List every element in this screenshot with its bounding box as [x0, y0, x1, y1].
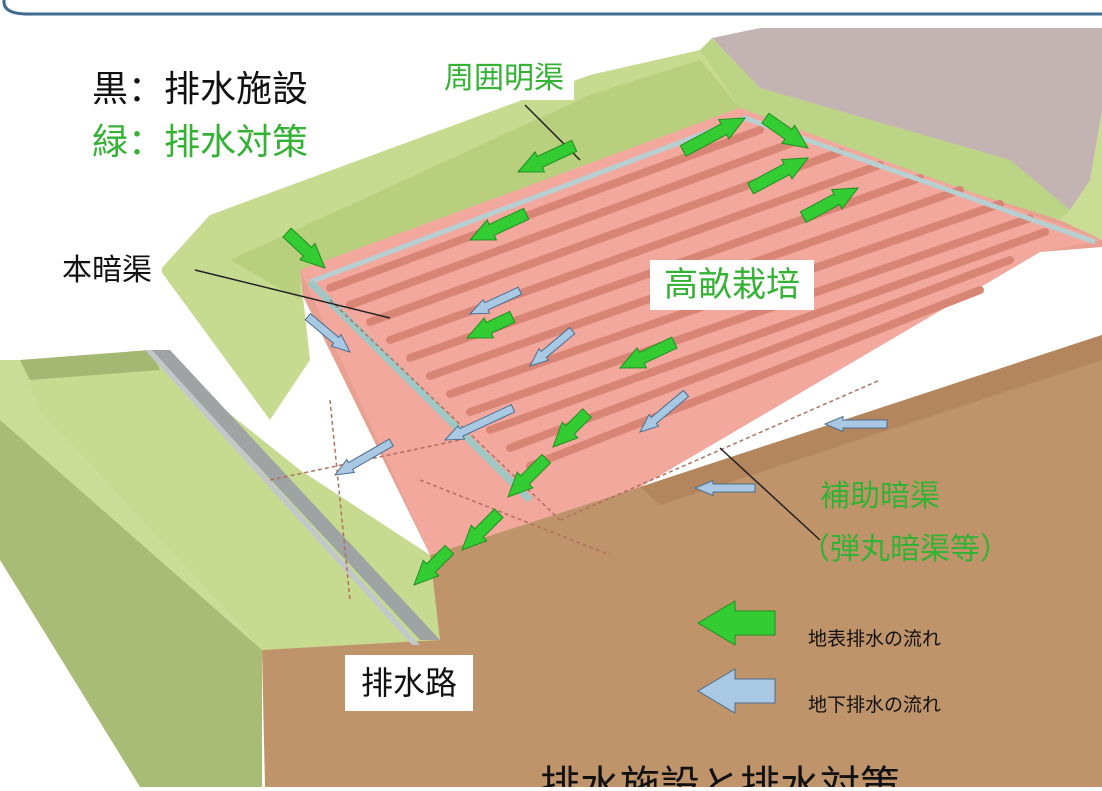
leader-main-underdrain	[194, 269, 391, 319]
surface-flow-arrow	[413, 544, 455, 586]
surface-flow-arrow	[282, 227, 326, 269]
label-main-underdrain: 本暗渠	[52, 250, 162, 292]
surface-flow-arrow	[461, 508, 504, 551]
subsurface-flow-arrow	[639, 389, 690, 433]
surface-flow-arrow	[747, 157, 810, 195]
label-perimeter-ditch: 周囲明渠	[434, 58, 574, 100]
surface-flow-arrow	[465, 310, 516, 339]
label-aux-underdrain: 補助暗渠	[820, 479, 940, 514]
right-embankment-top	[712, 28, 1102, 210]
legend-subsurface-flow-label: 地下排水の流れ	[808, 694, 942, 716]
subsurface-flow-arrow	[468, 286, 523, 315]
right-bank-edge	[700, 38, 1070, 220]
label-aux-underdrain-detail: （弾丸暗渠等）	[800, 532, 1010, 567]
underdrain-pipes	[269, 299, 881, 601]
footer-title: 排水施設と排水対策	[540, 764, 900, 787]
flow-arrows	[282, 112, 888, 586]
legend-surface-flow-label: 地表排水の流れ	[808, 628, 942, 650]
label-drainage-channel: 排水路	[345, 655, 474, 711]
leader-aux-underdrain	[719, 447, 821, 541]
footer-title-wrap: 排水施設と排水対策	[540, 764, 1000, 787]
lower-left-bank	[20, 350, 440, 650]
drainage-channel-wall	[145, 350, 420, 645]
surface-flow-arrow	[507, 453, 552, 498]
drainage-channel-ditch	[150, 350, 440, 640]
surface-flow-arrow	[679, 117, 747, 157]
legend-surface-arrow	[697, 600, 776, 646]
subsurface-flow-arrow	[529, 326, 576, 367]
surface-flow-arrow	[799, 187, 860, 224]
label-high-ridge: 高畝栽培	[650, 260, 814, 310]
channel-bank-outer	[20, 350, 160, 380]
surface-flow-arrow	[761, 112, 809, 149]
legend-subsurface-arrow	[697, 668, 776, 714]
frame-border	[2, 0, 1102, 16]
subsurface-flow-arrow	[304, 312, 351, 353]
main-underdrain-ditch	[307, 279, 533, 503]
subsurface-flow-arrow	[333, 438, 394, 476]
surface-flow-arrow	[552, 408, 592, 448]
subsurface-flow-arrow	[823, 415, 888, 433]
legend-key-black: 黒：排水施設	[92, 69, 309, 110]
surface-flow-arrow	[516, 139, 578, 173]
subsurface-flow-arrow	[693, 479, 756, 497]
subsurface-flow-arrow	[443, 404, 516, 441]
left-outer-slope-light	[0, 360, 262, 650]
upper-left-embankment-inner	[230, 60, 740, 300]
surface-flow-arrow	[618, 336, 678, 369]
legend-key-green: 緑：排水対策	[92, 122, 309, 163]
surface-flow-arrow	[468, 207, 530, 241]
